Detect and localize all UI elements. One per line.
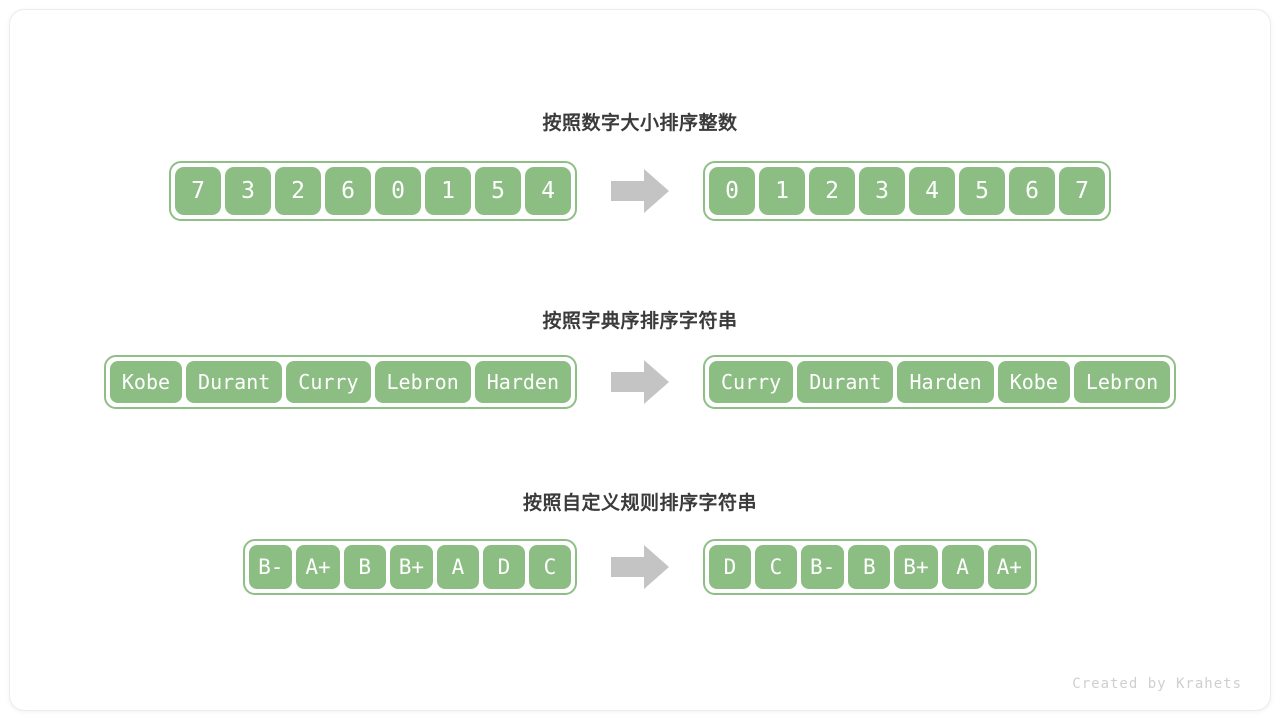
array-cell: B+ — [894, 545, 938, 589]
credit-label: Created by Krahets — [1072, 676, 1242, 692]
array-cell: B — [848, 545, 891, 589]
right-arrow-icon — [611, 358, 669, 406]
array-cell: 1 — [425, 167, 471, 215]
array-cell: 5 — [475, 167, 521, 215]
array-cell: D — [709, 545, 751, 589]
array-cell: A — [437, 545, 479, 589]
section-title: 按照数字大小排序整数 — [542, 113, 738, 134]
array-cell: 7 — [1059, 167, 1105, 215]
array-cell: A+ — [987, 545, 1031, 589]
array-cell: Durant — [186, 361, 283, 403]
array-cell: 0 — [375, 167, 421, 215]
array-cell: Kobe — [109, 361, 183, 403]
array-cell: 6 — [325, 167, 371, 215]
array-cell: 2 — [275, 167, 321, 215]
array-cell: 3 — [859, 167, 905, 215]
array-cell: 2 — [809, 167, 855, 215]
array-cell: 0 — [709, 167, 755, 215]
array-cell: 7 — [175, 167, 221, 215]
array-cell: A — [941, 545, 984, 589]
array-cell: Durant — [797, 361, 894, 403]
section-title: 按照字典序排序字符串 — [542, 311, 738, 332]
array-cell: Harden — [897, 361, 994, 403]
array-cell: 3 — [225, 167, 271, 215]
array-cell: B+ — [389, 545, 433, 589]
array-cell: 1 — [759, 167, 805, 215]
array-cell: B- — [801, 545, 845, 589]
right-arrow-icon — [611, 543, 669, 591]
array-cell: C — [529, 545, 571, 589]
right-arrow-icon — [611, 167, 669, 215]
array-cell: Lebron — [1073, 361, 1171, 403]
section-title: 按照自定义规则排序字符串 — [522, 493, 757, 514]
array-cell: B- — [249, 545, 293, 589]
array-cell: Lebron — [374, 361, 471, 403]
array-cell: Kobe — [997, 361, 1070, 403]
array-cell: Curry — [286, 361, 371, 403]
array-cell: 6 — [1009, 167, 1055, 215]
array-cell: 4 — [525, 167, 571, 215]
array-cell: D — [483, 545, 525, 589]
array-cell: C — [755, 545, 797, 589]
array-cell: 5 — [959, 167, 1005, 215]
array-cell: A+ — [296, 545, 340, 589]
array-cell: Curry — [709, 361, 794, 403]
array-cell: Harden — [474, 361, 571, 403]
array-cell: 4 — [909, 167, 955, 215]
array-cell: B — [343, 545, 386, 589]
